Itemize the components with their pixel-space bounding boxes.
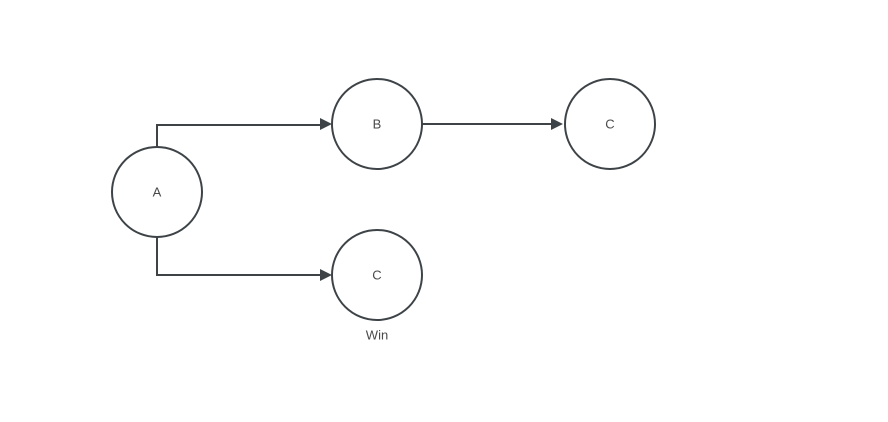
edge-layer	[156, 123, 551, 276]
node-c-top-label: C	[605, 116, 614, 131]
node-c-top-circle[interactable]	[564, 78, 656, 170]
arrowhead-into-b-icon	[320, 118, 332, 130]
node-b[interactable]: B	[331, 78, 423, 170]
node-b-circle[interactable]	[331, 78, 423, 170]
node-c-win-label: C	[372, 267, 381, 282]
node-c-win[interactable]: C Win	[331, 229, 423, 342]
arrowhead-layer	[320, 118, 563, 281]
node-c-top[interactable]: C	[564, 78, 656, 170]
node-a-label: A	[153, 184, 162, 199]
node-a[interactable]: A	[111, 146, 203, 238]
node-c-win-circle[interactable]	[331, 229, 423, 321]
node-a-circle[interactable]	[111, 146, 203, 238]
arrowhead-into-c-win-icon	[320, 269, 332, 281]
edge-a-to-c-win[interactable]	[156, 237, 320, 276]
node-b-label: B	[373, 116, 382, 131]
edge-a-to-b[interactable]	[156, 124, 320, 147]
arrowhead-into-c-top-icon	[551, 118, 563, 130]
node-c-win-caption: Win	[366, 327, 388, 342]
